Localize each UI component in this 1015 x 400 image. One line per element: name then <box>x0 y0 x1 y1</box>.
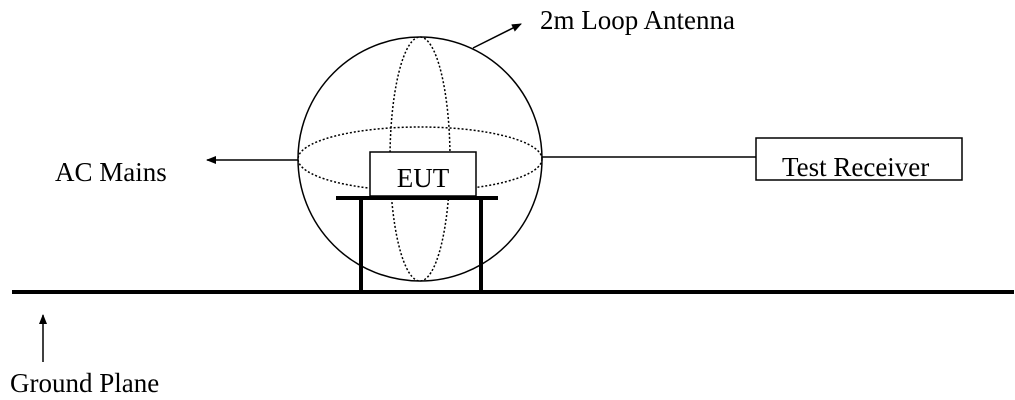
ac-mains-label: AC Mains <box>55 157 167 187</box>
horizontal-loop <box>297 126 543 192</box>
antenna-label-arrow <box>472 23 522 49</box>
antenna-label: 2m Loop Antenna <box>540 5 735 35</box>
test-receiver-label: Test Receiver <box>782 152 929 182</box>
test-receiver-box <box>755 137 963 181</box>
eut-label: EUT <box>397 163 450 193</box>
ground-plane-label: Ground Plane <box>10 368 159 398</box>
eut-box <box>369 151 477 197</box>
